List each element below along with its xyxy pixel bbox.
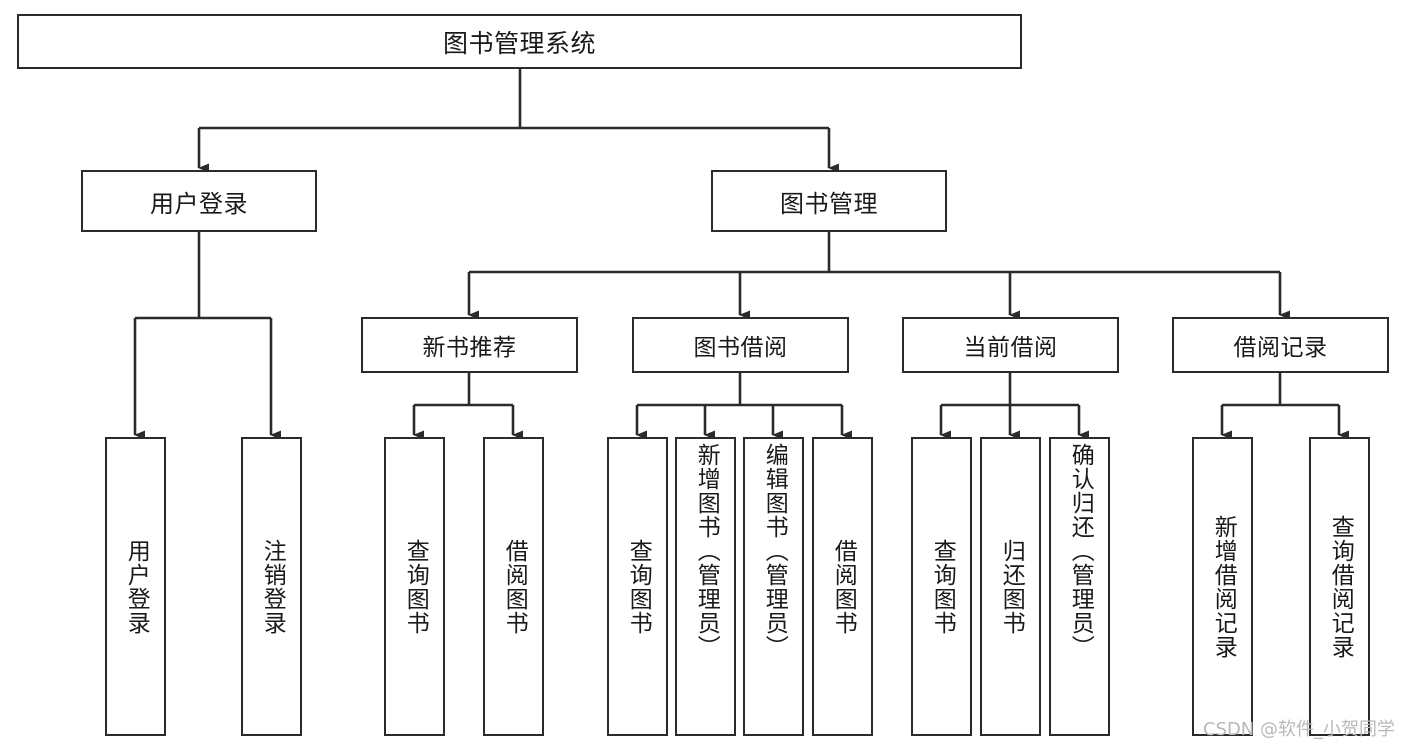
leaf-current-return-book-label: 归还图书 <box>998 538 1025 635</box>
leaf-recommend-borrow-book[interactable]: 借阅图书 <box>483 437 544 736</box>
node-new-book-recommend[interactable]: 新书推荐 <box>361 317 578 373</box>
leaf-current-confirm-return-admin[interactable]: 确认归还（管理员） <box>1049 437 1110 736</box>
leaf-current-return-book[interactable]: 归还图书 <box>980 437 1041 736</box>
leaf-borrow-query-book-label: 查询图书 <box>625 538 652 635</box>
leaf-borrow-borrow-book[interactable]: 借阅图书 <box>812 437 873 736</box>
leaf-user-login-signin[interactable]: 用户登录 <box>105 437 166 736</box>
node-root-system[interactable]: 图书管理系统 <box>17 14 1022 69</box>
leaf-borrow-edit-book-admin[interactable]: 编辑图书（管理员） <box>743 437 804 736</box>
node-new-book-recommend-label: 新书推荐 <box>422 335 517 361</box>
leaf-recommend-borrow-book-label: 借阅图书 <box>501 538 528 635</box>
leaf-record-add-record-label: 新增借阅记录 <box>1210 514 1237 659</box>
node-book-management[interactable]: 图书管理 <box>711 170 947 232</box>
leaf-user-login-signout-label: 注销登录 <box>259 538 286 635</box>
node-user-login-label: 用户登录 <box>150 189 248 218</box>
leaf-borrow-borrow-book-label: 借阅图书 <box>830 538 857 635</box>
node-book-borrow-label: 图书借阅 <box>693 335 788 361</box>
node-borrow-record[interactable]: 借阅记录 <box>1172 317 1389 373</box>
leaf-current-confirm-return-admin-label: 确认归还（管理员） <box>1067 443 1094 659</box>
leaf-borrow-edit-book-admin-label: 编辑图书（管理员） <box>761 443 788 659</box>
leaf-current-query-book-label: 查询图书 <box>929 538 956 635</box>
leaf-record-add-record[interactable]: 新增借阅记录 <box>1192 437 1253 736</box>
node-book-management-label: 图书管理 <box>780 189 878 218</box>
node-borrow-record-label: 借阅记录 <box>1233 335 1328 361</box>
node-current-borrow-label: 当前借阅 <box>963 335 1058 361</box>
node-root-label: 图书管理系统 <box>442 28 596 58</box>
leaf-record-query-record[interactable]: 查询借阅记录 <box>1309 437 1370 736</box>
leaf-user-login-signout[interactable]: 注销登录 <box>241 437 302 736</box>
node-book-borrow[interactable]: 图书借阅 <box>632 317 849 373</box>
leaf-user-login-signin-label: 用户登录 <box>123 538 150 635</box>
leaf-recommend-query-book-label: 查询图书 <box>402 538 429 635</box>
leaf-borrow-query-book[interactable]: 查询图书 <box>607 437 668 736</box>
watermark-text: CSDN @软件_小贺同学 <box>1202 719 1395 740</box>
leaf-borrow-add-book-admin[interactable]: 新增图书（管理员） <box>675 437 736 736</box>
leaf-record-query-record-label: 查询借阅记录 <box>1327 514 1354 659</box>
leaf-current-query-book[interactable]: 查询图书 <box>911 437 972 736</box>
node-current-borrow[interactable]: 当前借阅 <box>902 317 1119 373</box>
leaf-recommend-query-book[interactable]: 查询图书 <box>384 437 445 736</box>
node-user-login[interactable]: 用户登录 <box>81 170 317 232</box>
leaf-borrow-add-book-admin-label: 新增图书（管理员） <box>693 443 720 659</box>
